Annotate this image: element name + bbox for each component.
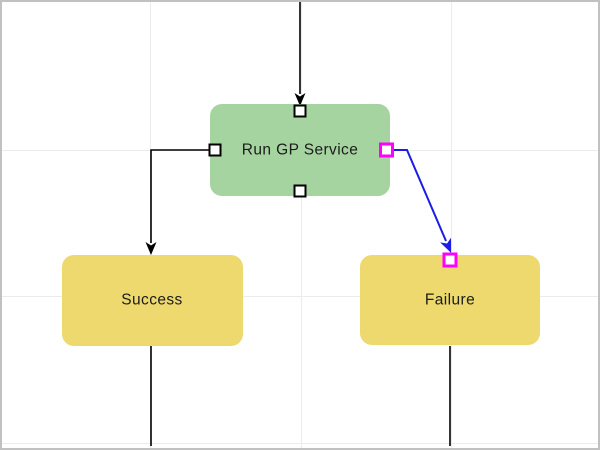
port-top[interactable] xyxy=(293,104,307,118)
node-run-gp-service[interactable] xyxy=(210,104,390,196)
node-success[interactable] xyxy=(62,255,243,346)
node-label: Failure xyxy=(425,292,475,309)
port-bottom[interactable] xyxy=(293,184,307,198)
node-failure[interactable] xyxy=(360,255,540,345)
nodes: Run GP Service Success Failure xyxy=(62,104,540,346)
node-label: Run GP Service xyxy=(242,142,358,159)
port-right-selected[interactable] xyxy=(379,142,394,158)
node-labels: Run GP Service Success Failure xyxy=(121,142,475,309)
ports xyxy=(208,104,458,268)
edge-process-to-success[interactable] xyxy=(145,149,210,255)
port-left[interactable] xyxy=(208,143,222,157)
edges xyxy=(145,2,452,446)
port-failure-top-selected[interactable] xyxy=(442,252,458,268)
edge-process-to-failure-selected[interactable] xyxy=(393,149,452,253)
node-label: Success xyxy=(121,292,182,309)
